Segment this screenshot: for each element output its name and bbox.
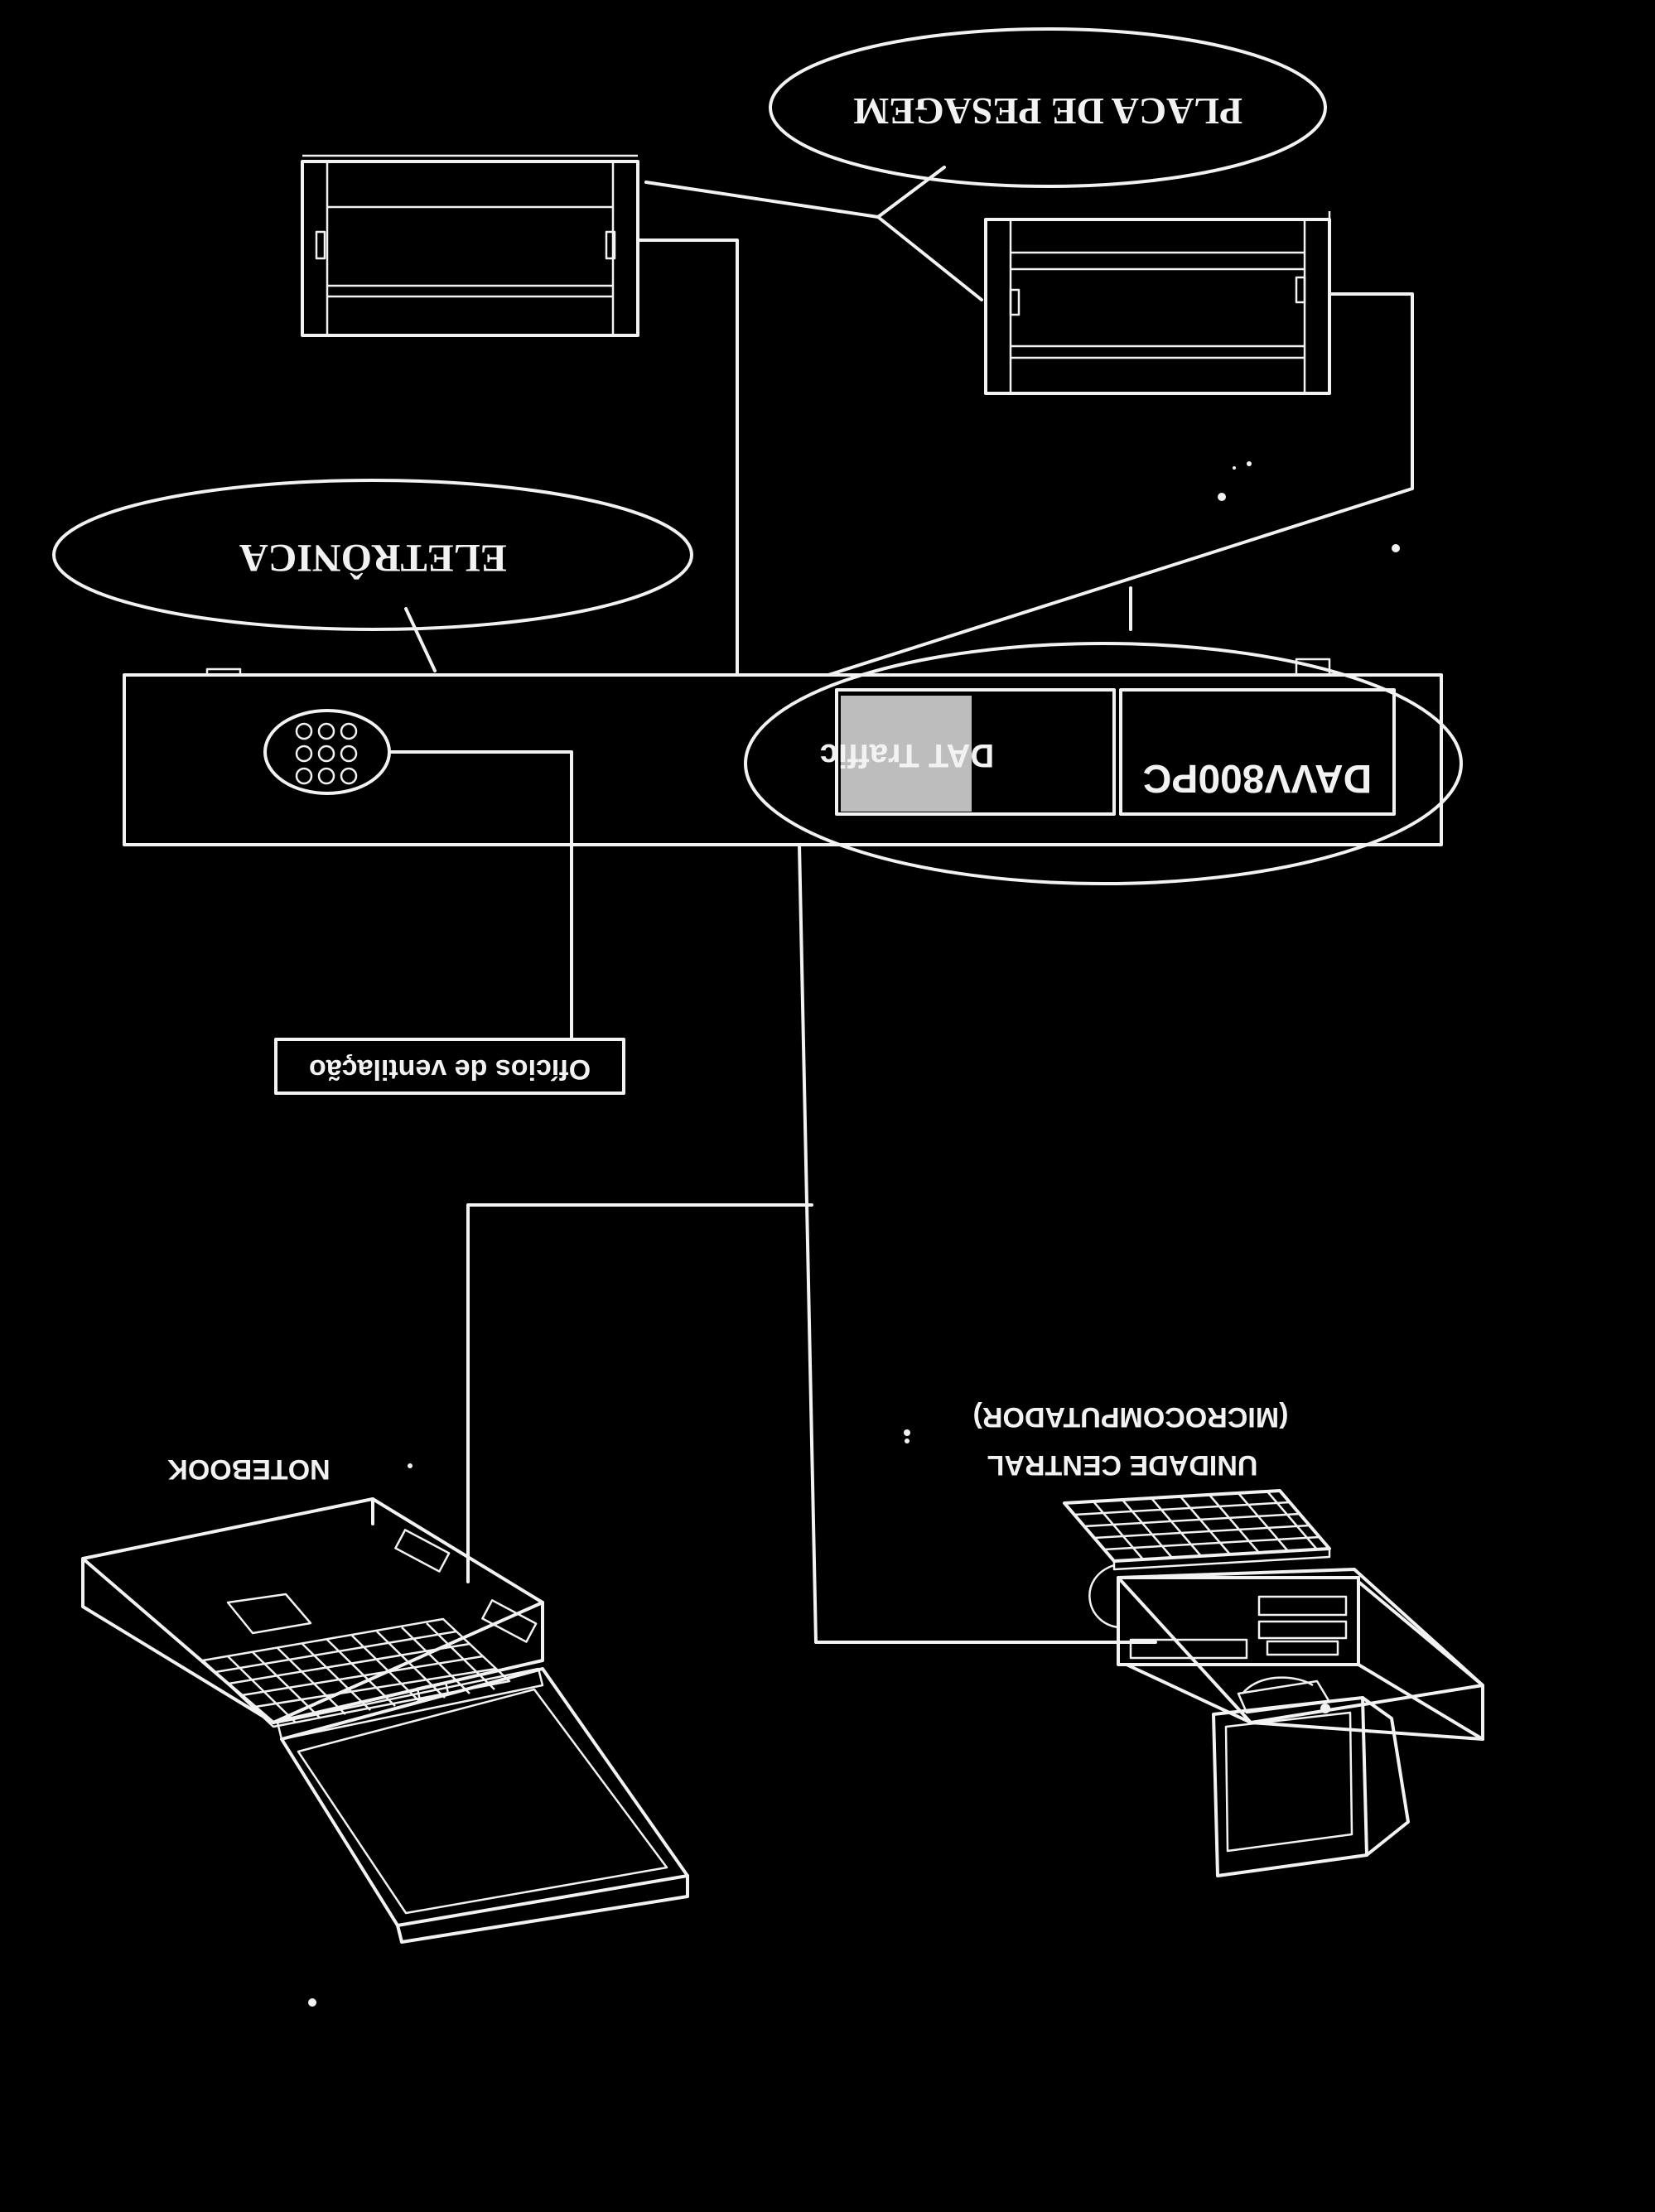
plate-cables	[636, 239, 1414, 677]
ventilation-cable	[388, 750, 573, 1041]
model-label: DAVV800PC	[1143, 756, 1373, 800]
weighing-plate-right	[984, 211, 1331, 395]
eletronica-callout: ELETRÔNICA	[52, 479, 693, 672]
scan-specks	[308, 461, 1400, 2007]
notebook-computer: NOTEBOOK	[81, 1453, 689, 1944]
notebook-label: NOTEBOOK	[167, 1453, 331, 1485]
notebook-keyboard	[201, 1617, 511, 1728]
oficios-box: Ofícios de ventilação	[274, 1038, 625, 1095]
eletronica-label: ELETRÔNICA	[239, 536, 507, 581]
electronics-box: DAT Traffic DAVV800PC	[123, 642, 1463, 885]
computer-cables	[466, 843, 1157, 1644]
microcomputador-label: (MICROCOMPUTADOR)	[973, 1401, 1289, 1433]
dat-traffic-logo: DAT Traffic	[820, 688, 1116, 816]
placa-de-pesagem-callout: PLACA DE PESAGEM	[644, 27, 1327, 301]
microcomputer: UNIDADE CENTRAL (MICROCOMPUTADOR)	[973, 1401, 1484, 1877]
keypad	[263, 709, 391, 795]
desktop-keyboard	[1063, 1489, 1331, 1571]
placa-de-pesagem-label: PLACA DE PESAGEM	[853, 90, 1242, 133]
oficios-label: Ofícios de ventilação	[309, 1053, 591, 1085]
weighing-plate-left	[301, 154, 639, 337]
unidade-central-label: UNIDADE CENTRAL	[987, 1449, 1258, 1481]
logo-text: DAT Traffic	[820, 737, 994, 773]
